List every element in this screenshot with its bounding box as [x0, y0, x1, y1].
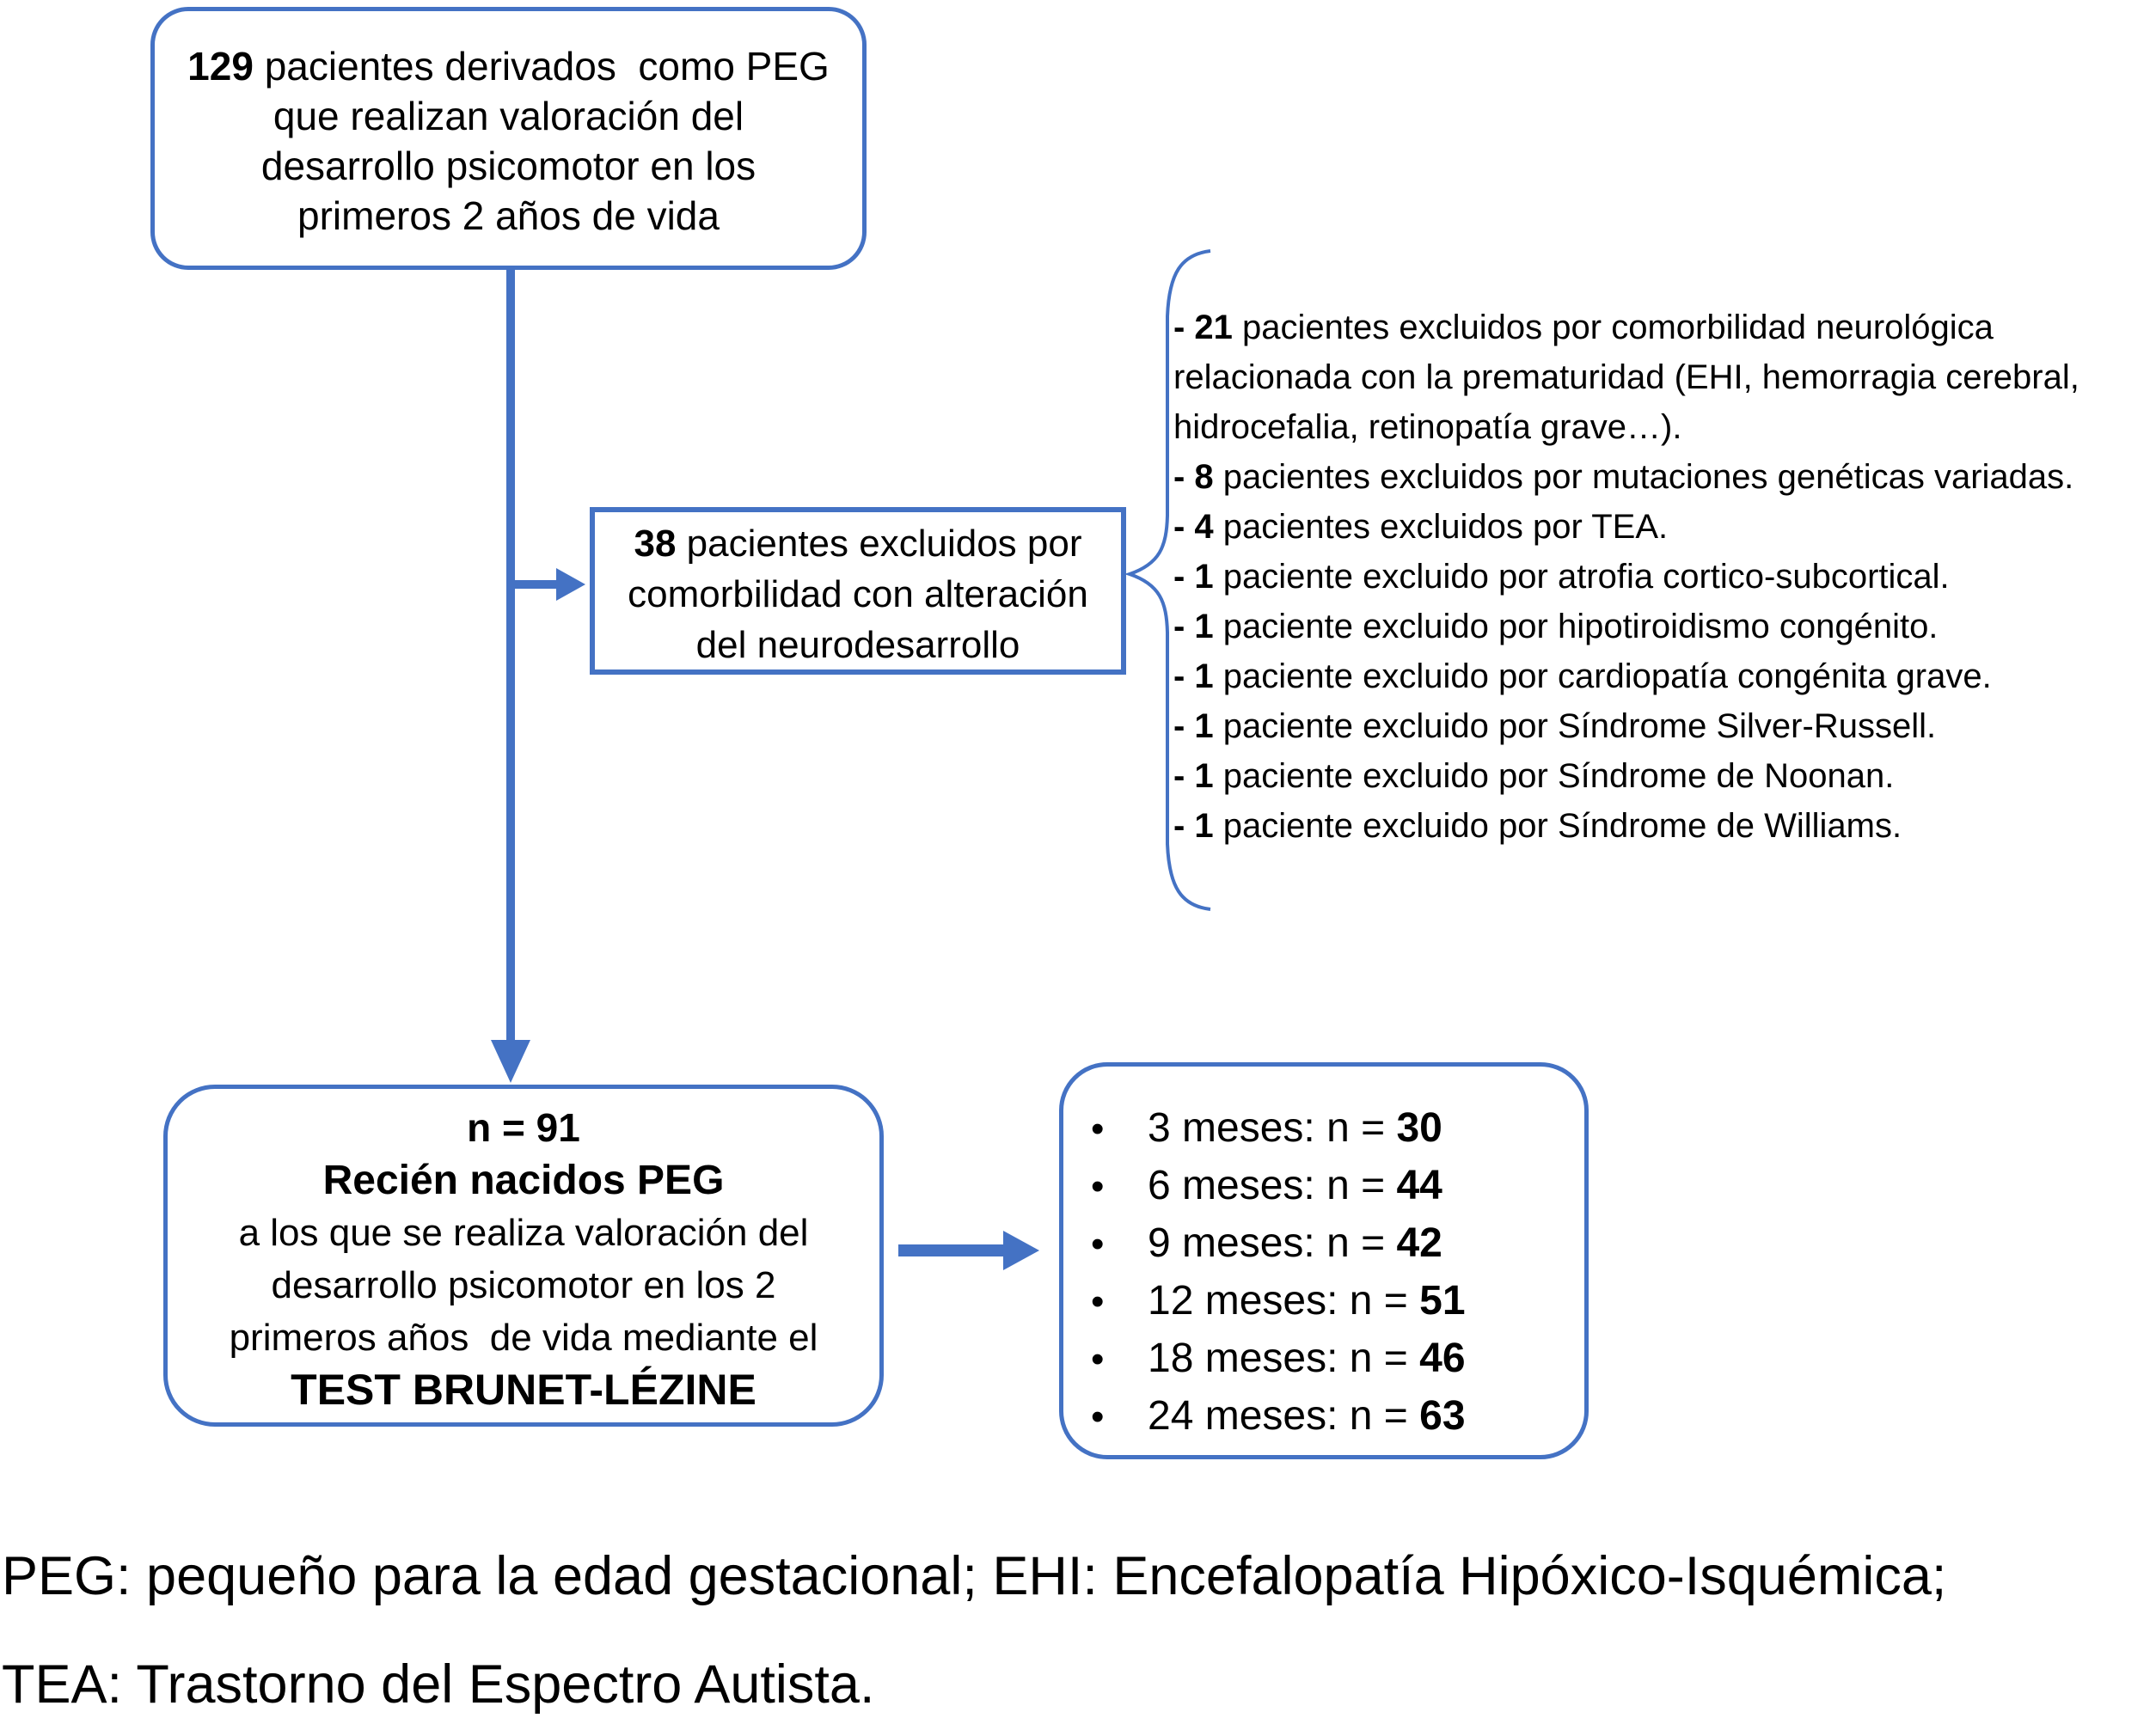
bullet-icon: • — [1091, 1338, 1105, 1380]
exclusion-reason: relacionada con la prematuridad (EHI, he… — [1173, 358, 2079, 396]
arrow-right-branch-head — [556, 568, 585, 601]
bullet-icon: • — [1091, 1108, 1105, 1150]
bullet-icon: • — [1091, 1223, 1105, 1265]
excluded-line2: comorbilidad con alteración — [628, 573, 1088, 615]
excluded-count: 38 — [634, 523, 677, 565]
list-item: •3 meses: n = 30 — [1063, 1099, 1584, 1157]
abbreviations-line2: TEA: Trastorno del Espectro Autista. — [2, 1654, 875, 1715]
list-item: •24 meses: n = 63 — [1063, 1387, 1584, 1445]
exclusion-reason: - 1 paciente excluido por atrofia cortic… — [1173, 558, 1950, 596]
assessment-counts-box: •3 meses: n = 30 •6 meses: n = 44 •9 mes… — [1059, 1062, 1589, 1459]
list-item: •9 meses: n = 42 — [1063, 1214, 1584, 1272]
exclusion-reason: - 1 paciente excluido por Síndrome Silve… — [1173, 707, 1937, 745]
referred-patients-line2: que realizan valoración del — [273, 94, 744, 138]
included-count: n = 91 — [467, 1105, 580, 1150]
bullet-icon: • — [1091, 1281, 1105, 1323]
list-item: •6 meses: n = 44 — [1063, 1157, 1584, 1214]
exclusion-reason: hidrocefalia, retinopatía grave…). — [1173, 408, 1682, 446]
referred-patients-line4: primeros 2 años de vida — [297, 193, 720, 238]
curly-brace-path — [1124, 249, 1211, 911]
arrow-right-thick-head — [1003, 1231, 1039, 1270]
bullet-icon: • — [1091, 1165, 1105, 1207]
exclusion-reasons-list: - 21 pacientes excluidos por comorbilida… — [1173, 303, 2079, 851]
test-name: TEST BRUNET-LÉZINE — [291, 1366, 756, 1414]
excluded-line1: 38 pacientes excluidos por — [634, 523, 1082, 565]
exclusion-reason: - 1 paciente excluido por hipotiroidismo… — [1173, 608, 1939, 645]
arrow-down-shaft — [506, 269, 515, 1042]
referred-patients-box: 129 pacientes derivados como PEG que rea… — [150, 7, 867, 270]
included-line3: a los que se realiza valoración del — [238, 1212, 809, 1254]
included-newborns-box: n = 91 Recién nacidos PEG a los que se r… — [163, 1085, 884, 1427]
exclusion-reason: - 1 paciente excluido por Síndrome de Wi… — [1173, 807, 1902, 845]
included-title: Recién nacidos PEG — [322, 1158, 725, 1203]
exclusion-reason: - 8 pacientes excluidos por mutaciones g… — [1173, 458, 2074, 496]
excluded-patients-box: 38 pacientes excluidos por comorbilidad … — [590, 507, 1126, 675]
bullet-icon: • — [1091, 1396, 1105, 1438]
exclusion-reason: - 4 pacientes excluidos por TEA. — [1173, 508, 1669, 546]
exclusion-reason: - 21 pacientes excluidos por comorbilida… — [1173, 309, 1994, 346]
exclusion-reason: - 1 paciente excluido por cardiopatía co… — [1173, 657, 1992, 695]
list-item: •12 meses: n = 51 — [1063, 1272, 1584, 1330]
excluded-line3: del neurodesarrollo — [695, 624, 1020, 666]
arrow-right-branch-shaft — [510, 580, 556, 589]
arrow-right-thick-shaft — [898, 1244, 1005, 1256]
abbreviations-line1: PEG: pequeño para la edad gestacional; E… — [2, 1546, 1947, 1606]
referred-patients-line3: desarrollo psicomotor en los — [260, 144, 756, 188]
included-line4: desarrollo psicomotor en los 2 — [271, 1264, 776, 1306]
included-line5: primeros años de vida mediante el — [229, 1317, 818, 1359]
referred-patients-line1: 129 pacientes derivados como PEG — [187, 44, 830, 89]
exclusion-reason: - 1 paciente excluido por Síndrome de No… — [1173, 757, 1895, 795]
arrow-down-head — [491, 1040, 530, 1083]
referred-count: 129 — [187, 44, 254, 89]
list-item: •18 meses: n = 46 — [1063, 1330, 1584, 1387]
